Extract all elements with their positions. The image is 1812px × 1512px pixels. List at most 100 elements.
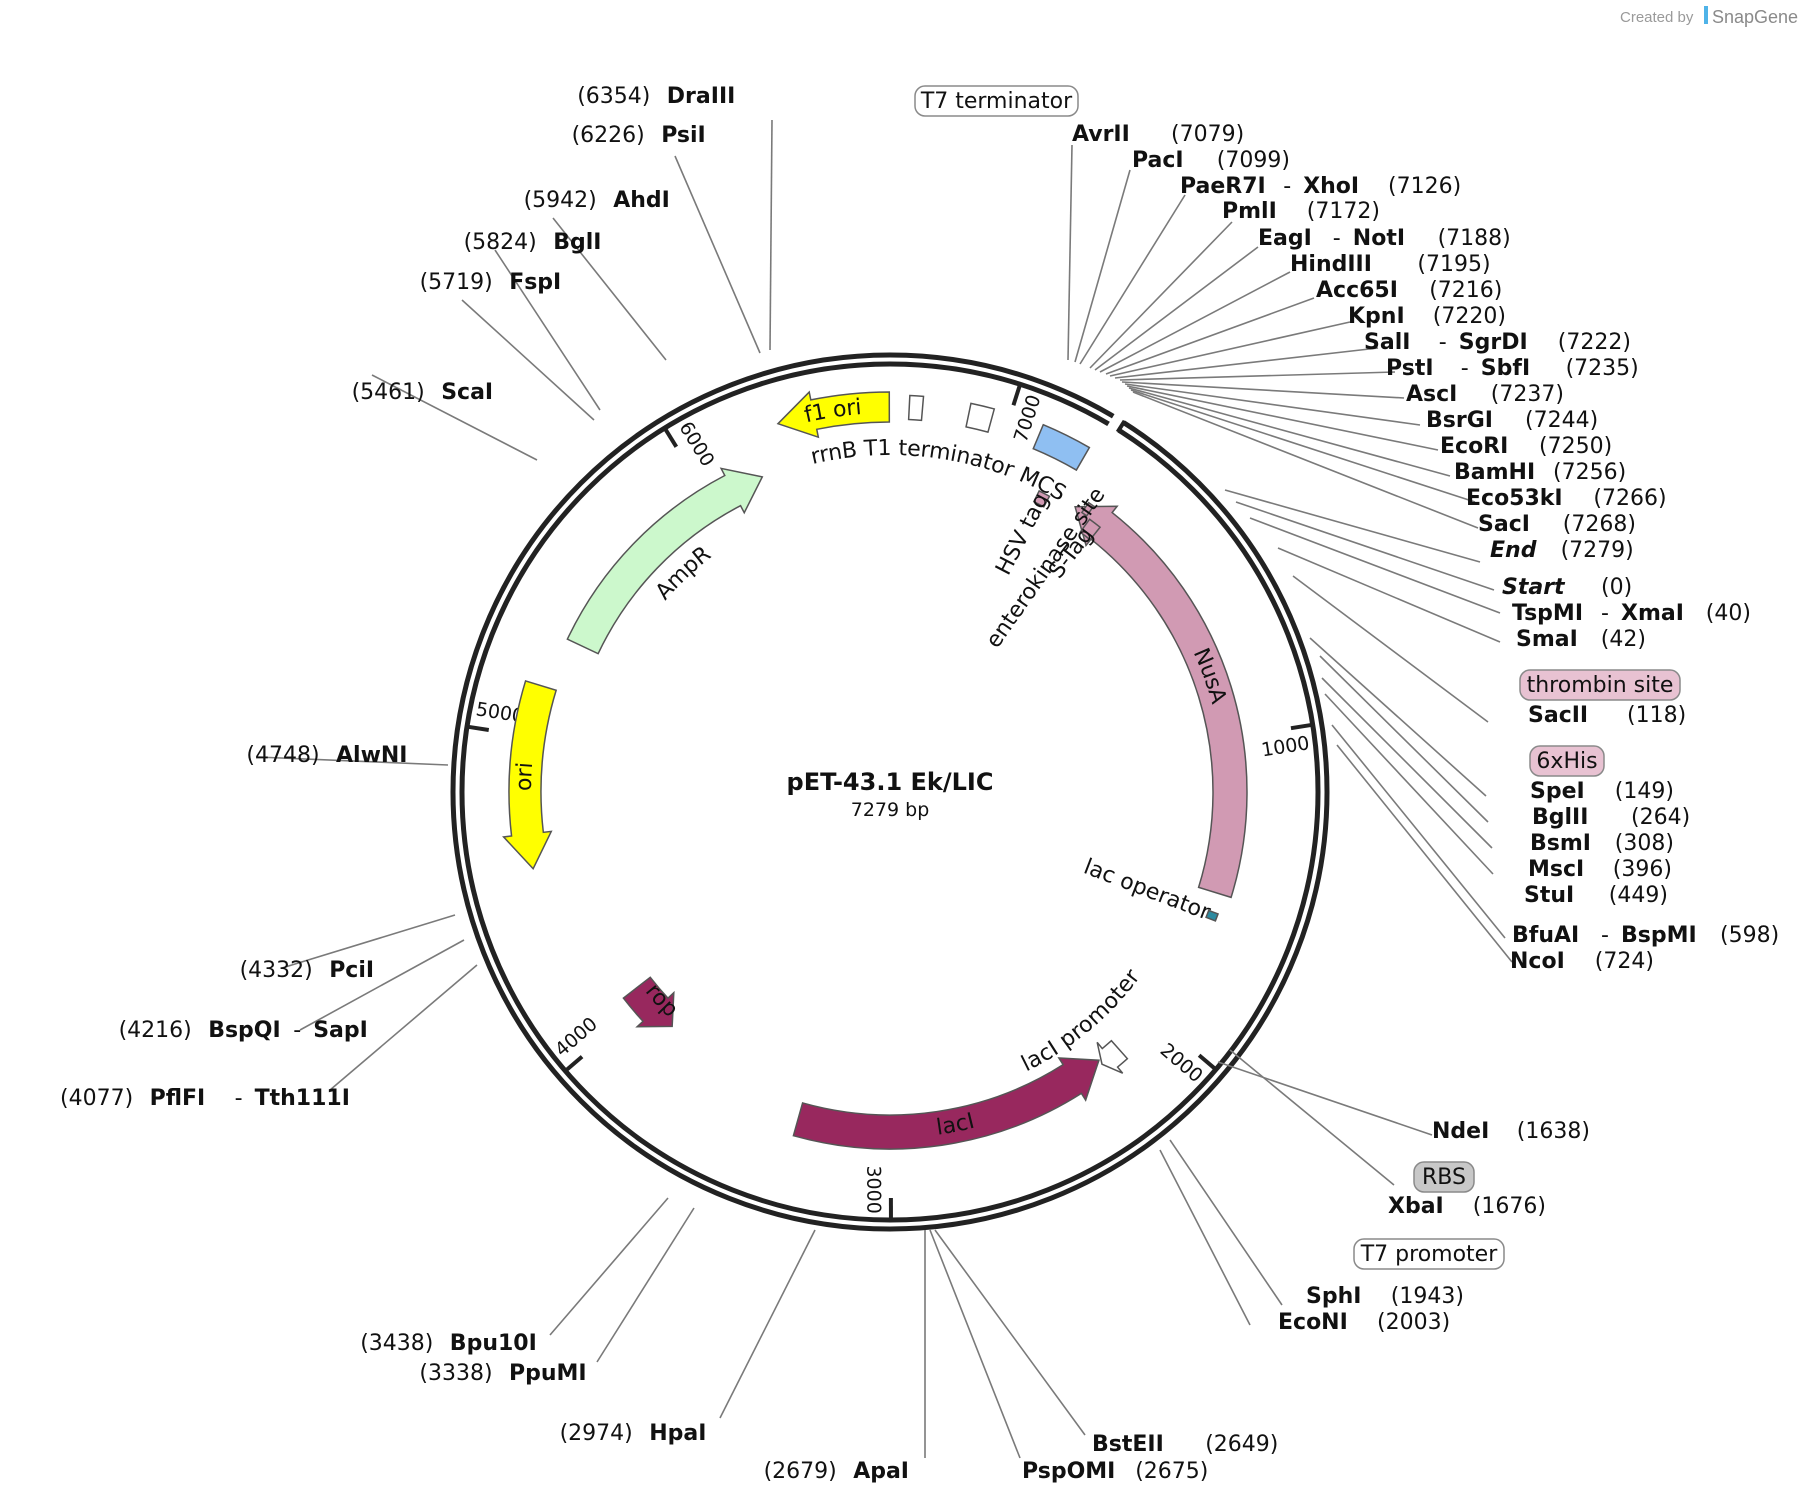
site-xbai[interactable]: XbaI(1676)	[1388, 1194, 1546, 1219]
boxed-label-t7-terminator[interactable]: T7 terminator	[914, 85, 1079, 117]
site-eagi-noti[interactable]: EagI-NotI(7188)	[1258, 226, 1511, 251]
site-paci[interactable]: PacI(7099)	[1132, 148, 1290, 173]
site-hindiii[interactable]: HindIII(7195)	[1290, 252, 1491, 277]
site-ndei[interactable]: NdeI(1638)	[1432, 1119, 1590, 1144]
feature-mcs[interactable]	[1032, 423, 1091, 472]
site-bglii[interactable]: BglII(264)	[1532, 805, 1690, 830]
site-position: (2003)	[1377, 1310, 1450, 1335]
site-paer7i-xhoi[interactable]: PaeR7I-XhoI(7126)	[1180, 174, 1461, 199]
site-fspi[interactable]: (5719)FspI	[420, 270, 562, 295]
boxed-label-rbs[interactable]: RBS	[1413, 1161, 1475, 1193]
site-psti-sbfi[interactable]: PstI-SbfI(7235)	[1386, 356, 1639, 381]
site-sphi[interactable]: SphI(1943)	[1306, 1284, 1464, 1309]
site-position: (2649)	[1205, 1432, 1278, 1457]
site-bspqi-sapi[interactable]: (4216)BspQI-SapI	[119, 1018, 368, 1043]
site-bsrgi[interactable]: BsrGI(7244)	[1426, 408, 1598, 433]
site-enzyme-name: PciI	[329, 958, 374, 983]
leader-line	[1094, 246, 1259, 371]
leader-line	[256, 756, 449, 766]
site-acc65i[interactable]: Acc65I(7216)	[1316, 278, 1502, 303]
site-hpai[interactable]: (2974)HpaI	[560, 1421, 707, 1446]
feature-nusa[interactable]	[1074, 505, 1248, 899]
site-draiii[interactable]: (6354)DraIII	[577, 84, 735, 109]
site-pflfi-tth111i[interactable]: (4077)PflFI-Tth111I	[60, 1086, 350, 1111]
site-enzyme-name: HpaI	[649, 1421, 706, 1446]
site-alwni[interactable]: (4748)AlwNI	[246, 743, 407, 768]
leader-line	[1067, 144, 1073, 361]
boxed-label-frame	[1519, 669, 1681, 701]
site-bgli[interactable]: (5824)BglI	[464, 230, 602, 255]
site-pmli[interactable]: PmlI(7172)	[1222, 199, 1380, 224]
boxed-label-text: 6xHis	[1536, 749, 1597, 774]
site-pcii[interactable]: (4332)PciI	[240, 958, 375, 983]
feature-rop[interactable]	[622, 976, 675, 1028]
site-econi[interactable]: EcoNI(2003)	[1278, 1310, 1450, 1335]
boxed-label-text: thrombin site	[1527, 673, 1674, 698]
boxed-label-t7-promoter[interactable]: T7 promoter	[1353, 1238, 1505, 1270]
site-end[interactable]: End(7279)	[1490, 538, 1634, 563]
site-sacii[interactable]: SacII(118)	[1528, 703, 1686, 728]
site-bsteii[interactable]: BstEII(2649)	[1092, 1432, 1278, 1457]
leader-line	[1124, 383, 1421, 426]
site-psii[interactable]: (6226)PsiI	[572, 123, 706, 148]
feature-rrnb-t1-terminator[interactable]	[907, 394, 925, 422]
feature-enterokinase-site[interactable]	[1080, 501, 1095, 517]
site-enzyme-name: SgrDI	[1459, 330, 1528, 355]
tick-5000	[468, 724, 490, 732]
credit-prefix: Created by	[1620, 9, 1694, 26]
site-scai[interactable]: (5461)ScaI	[352, 380, 494, 405]
site-position: (7266)	[1593, 486, 1666, 511]
feature-laci[interactable]	[792, 1057, 1100, 1150]
site-ncoi[interactable]: NcoI(724)	[1510, 949, 1654, 974]
site-eco53ki[interactable]: Eco53kI(7266)	[1466, 486, 1667, 511]
site-sali-sgrdi[interactable]: SalI-SgrDI(7222)	[1364, 330, 1631, 355]
feature-ori[interactable]	[502, 680, 558, 871]
site-apai[interactable]: (2679)ApaI	[764, 1459, 909, 1484]
site-enzyme-name: PaeR7I	[1180, 174, 1266, 199]
site-bamhi[interactable]: BamHI(7256)	[1454, 460, 1626, 485]
leader-line	[1217, 1061, 1433, 1136]
site-bfuai-bspmi[interactable]: BfuAI-BspMI(598)	[1512, 923, 1779, 948]
feature-t7-terminator-box[interactable]	[965, 402, 996, 434]
feature-ampr[interactable]	[566, 467, 764, 655]
site-bsmi[interactable]: BsmI(308)	[1530, 831, 1674, 856]
leader-line	[1121, 381, 1405, 399]
tick-label-2000: 2000	[1156, 1039, 1207, 1087]
site-pspomi[interactable]: PspOMI(2675)	[1022, 1459, 1208, 1484]
feature-hsv-tag[interactable]	[1032, 489, 1051, 508]
site-stui[interactable]: StuI(449)	[1524, 883, 1668, 908]
site-smai[interactable]: SmaI (42)	[1516, 627, 1646, 652]
site-asci[interactable]: AscI(7237)	[1406, 382, 1564, 407]
site-saci[interactable]: SacI(7268)	[1478, 512, 1636, 537]
leader-line	[1099, 271, 1291, 373]
site-separator: -	[1601, 923, 1609, 948]
site-position: (7279)	[1561, 538, 1634, 563]
site-ppumi[interactable]: (3338)PpuMI	[419, 1361, 586, 1386]
site-bpu10i[interactable]: (3438)Bpu10I	[360, 1331, 537, 1356]
feature-laci-promoter[interactable]	[1096, 1039, 1129, 1074]
feature-f1-ori[interactable]	[776, 390, 891, 439]
feature-s-tag[interactable]	[1079, 518, 1102, 541]
boxed-label-thrombin-site[interactable]: thrombin site	[1519, 669, 1681, 701]
site-spei[interactable]: SpeI(149)	[1530, 779, 1674, 804]
site-position: (7172)	[1307, 199, 1380, 224]
site-enzyme-name: SphI	[1306, 1284, 1361, 1309]
site-start[interactable]: Start(0)	[1502, 575, 1632, 600]
site-ahdi[interactable]: (5942)AhdI	[524, 188, 670, 213]
site-enzyme-name: AlwNI	[336, 743, 408, 768]
site-position: (2675)	[1135, 1459, 1208, 1484]
site-kpni[interactable]: KpnI(7220)	[1348, 304, 1506, 329]
site-ecori[interactable]: EcoRI(7250)	[1440, 434, 1612, 459]
feature-lac-operator[interactable]	[1205, 909, 1220, 922]
site-enzyme-name: EcoRI	[1440, 434, 1508, 459]
leader-line	[1089, 221, 1233, 369]
site-position: (42)	[1601, 627, 1646, 652]
site-tspmi-xmai[interactable]: TspMI-XmaI(40)	[1512, 601, 1751, 626]
site-msci[interactable]: MscI(396)	[1528, 857, 1672, 882]
boxed-label-6xhis[interactable]: 6xHis	[1529, 745, 1605, 777]
site-position: (264)	[1631, 805, 1690, 830]
site-enzyme-name: SmaI	[1516, 627, 1578, 652]
site-enzyme-name: DraIII	[667, 84, 736, 109]
site-avrii[interactable]: AvrII(7079)	[1072, 122, 1244, 147]
